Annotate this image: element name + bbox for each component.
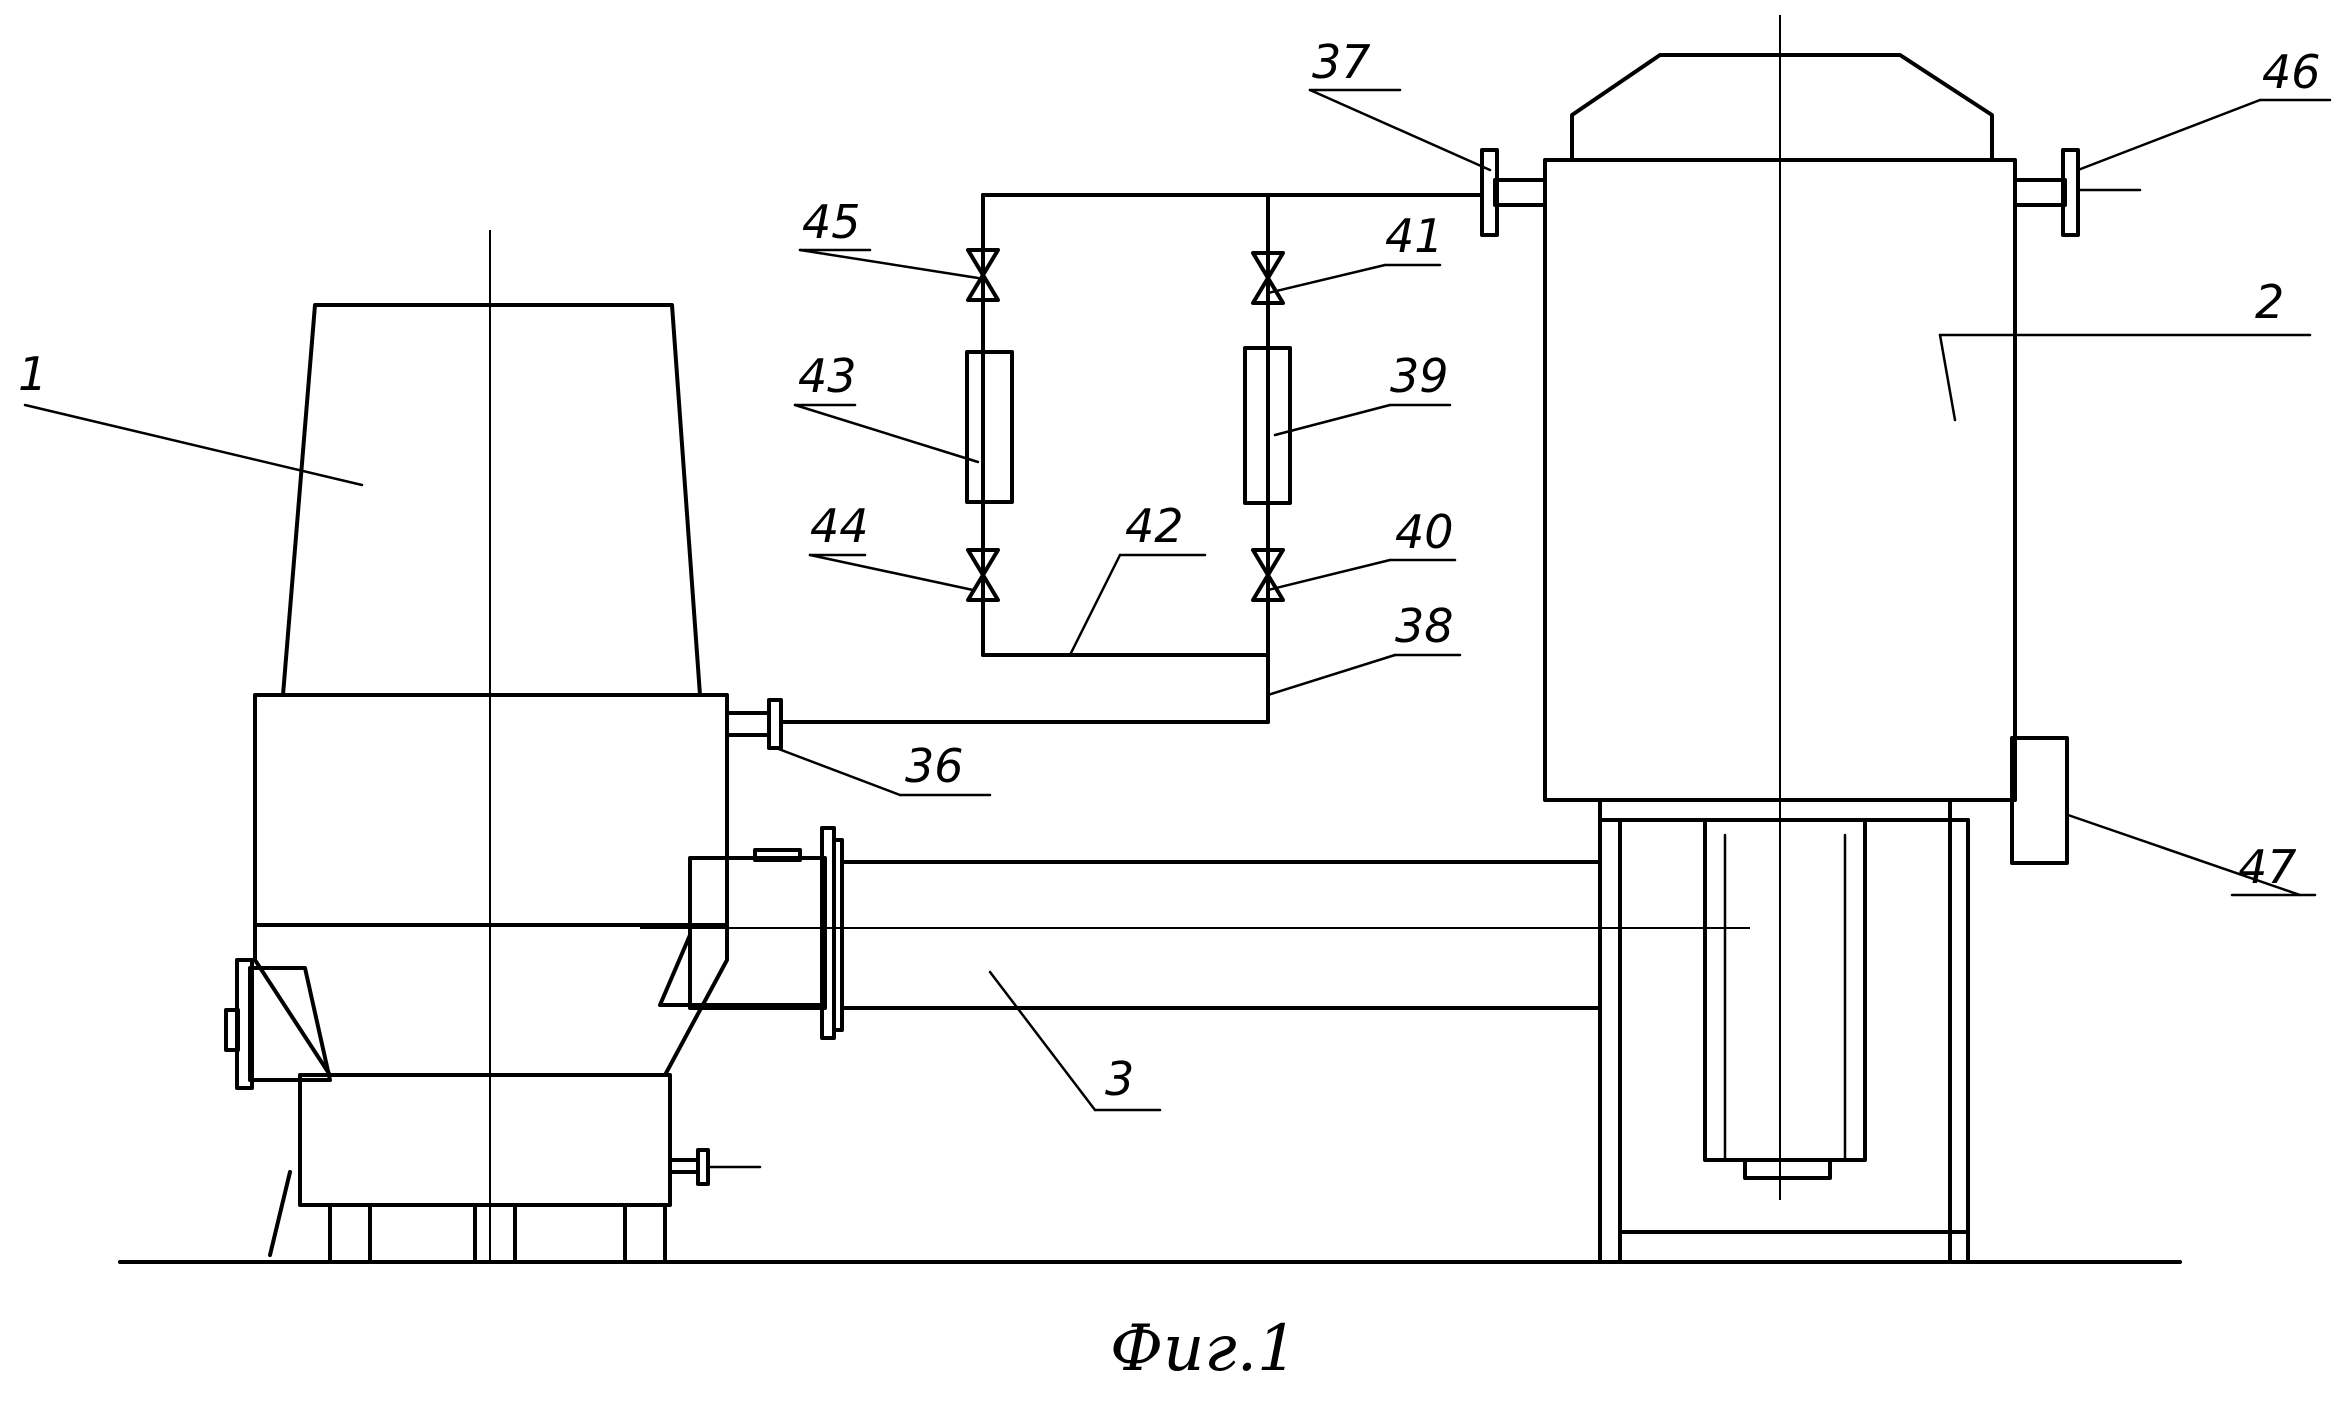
label-36: 36 (905, 739, 964, 793)
label-40: 40 (1395, 505, 1454, 559)
unit-1-outlet-flange (698, 1150, 708, 1184)
label-44: 44 (810, 499, 869, 553)
label-47: 47 (2238, 840, 2297, 894)
duct-top-plate (755, 850, 800, 860)
unit-1-side-hatch (250, 968, 330, 1080)
unit-1-leg (330, 1205, 370, 1262)
nozzle-46 (2015, 180, 2065, 205)
label-3: 3 (1105, 1052, 1134, 1106)
label-43: 43 (798, 349, 857, 403)
duct-inlet-box (690, 858, 825, 1008)
filter-43 (967, 352, 1012, 502)
unit-1-base (300, 1075, 670, 1205)
unit-1-hatch-handle (226, 1010, 238, 1050)
unit-1-top-cone (283, 305, 700, 695)
unit-2-top-cap (1572, 55, 1992, 160)
label-1: 1 (18, 347, 47, 401)
unit-1-leg (625, 1205, 665, 1262)
label-45: 45 (802, 195, 861, 249)
label-38: 38 (1395, 599, 1454, 653)
leader-lines (25, 90, 2330, 1110)
unit-1-outlet-nozzle (670, 1160, 698, 1172)
unit-2 (1482, 15, 2140, 1262)
nozzle-37 (1495, 180, 1545, 205)
unit-1-lever (270, 1172, 290, 1255)
outlet-47 (2012, 738, 2067, 863)
motor-housing (1705, 820, 1865, 1160)
unit-1 (226, 230, 781, 1262)
label-42: 42 (1125, 499, 1184, 553)
bypass-piping (781, 195, 1482, 722)
nozzle-36-flange (769, 700, 781, 748)
label-39: 39 (1390, 349, 1449, 403)
figure-caption: Фиг.1 (1110, 1312, 1298, 1386)
label-37: 37 (1312, 35, 1371, 89)
label-46: 46 (2262, 45, 2321, 99)
motor-shaft-end (1745, 1160, 1830, 1178)
label-2: 2 (2255, 275, 2284, 329)
duct-inlet-skirt (660, 935, 825, 1005)
nozzle-36 (727, 713, 769, 735)
unit-1-leg (475, 1205, 515, 1262)
label-41: 41 (1385, 209, 1444, 263)
unit-3-duct (640, 828, 1750, 1038)
